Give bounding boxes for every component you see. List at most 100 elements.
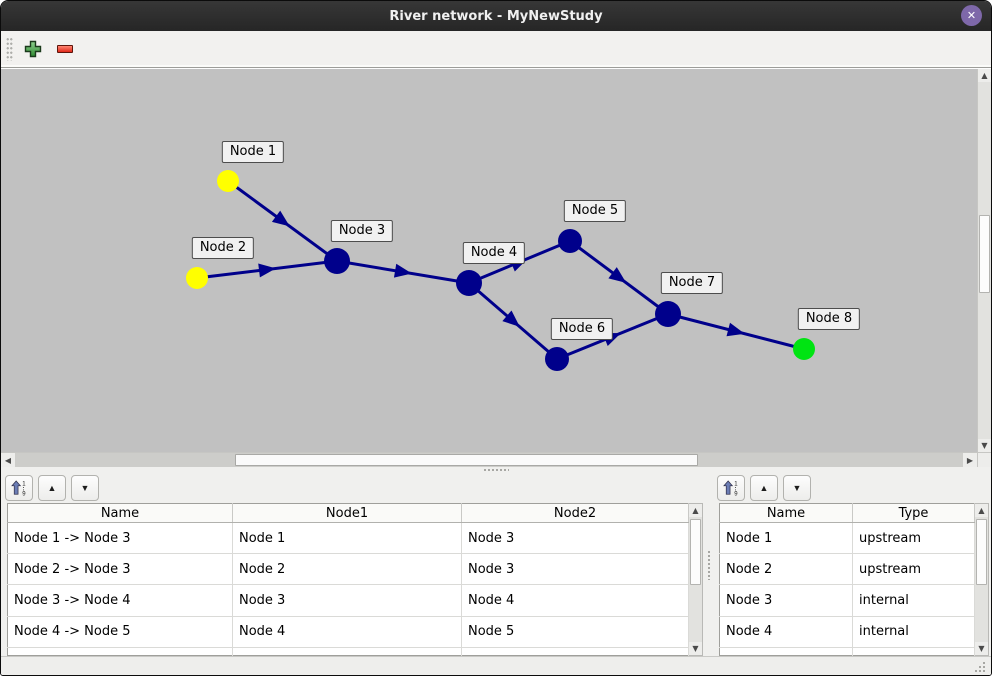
table-row[interactable]: Node 4 -> Node 5 Node 4 Node 5 xyxy=(7,616,690,648)
node-label-n4[interactable]: Node 4 xyxy=(462,242,526,264)
canvas-vscroll-track[interactable] xyxy=(978,82,991,439)
scroll-left-icon[interactable]: ◀ xyxy=(1,453,15,467)
edge-arrow-icon xyxy=(726,322,745,337)
arrow-down-icon: ▼ xyxy=(792,483,802,493)
column-header-type[interactable]: Type xyxy=(852,503,975,523)
network-node-n3[interactable] xyxy=(324,248,350,274)
node-label-n6[interactable]: Node 6 xyxy=(550,318,614,340)
splitter-dots xyxy=(483,468,509,472)
close-icon: ✕ xyxy=(966,9,977,22)
cell-type[interactable]: internal xyxy=(852,584,975,617)
horizontal-splitter[interactable] xyxy=(1,467,991,473)
cell-node2[interactable]: Node 5 xyxy=(461,616,690,648)
canvas-hscroll-track[interactable] xyxy=(15,453,963,467)
close-button[interactable]: ✕ xyxy=(961,5,982,26)
svg-text:1: 1 xyxy=(734,481,738,487)
branches-table-scrollbar[interactable]: ▲ ▼ xyxy=(689,503,703,656)
network-node-n2[interactable] xyxy=(186,267,208,289)
network-node-n6[interactable] xyxy=(545,347,569,371)
nodes-scroll-thumb[interactable] xyxy=(976,519,987,585)
network-node-n5[interactable] xyxy=(558,229,582,253)
cell-name[interactable]: Node 3 xyxy=(719,584,853,617)
cell-node1[interactable]: Node 3 xyxy=(232,584,462,617)
column-header-name[interactable]: Name xyxy=(7,503,233,523)
table-row[interactable]: Node 2 -> Node 3 Node 2 Node 3 xyxy=(7,553,690,586)
cell-name[interactable]: Node 2 xyxy=(719,553,853,586)
cell-node1[interactable]: Node 4 xyxy=(232,616,462,648)
scroll-down-icon[interactable]: ▼ xyxy=(689,642,702,655)
sort-ascending-button[interactable]: 1 9 xyxy=(5,475,33,501)
cell-node2[interactable]: Node 3 xyxy=(461,522,690,555)
canvas-vertical-scrollbar[interactable]: ▲ ▼ xyxy=(977,69,991,452)
scroll-down-icon[interactable]: ▼ xyxy=(978,439,991,452)
column-header-node1[interactable]: Node1 xyxy=(232,503,462,523)
canvas-vscroll-thumb[interactable] xyxy=(979,215,990,293)
node-label-n3[interactable]: Node 3 xyxy=(330,220,394,242)
move-up-button[interactable]: ▲ xyxy=(38,475,66,501)
table-header-row: Name Node1 Node2 xyxy=(7,503,690,523)
remove-node-button[interactable] xyxy=(53,37,77,61)
network-node-n4[interactable] xyxy=(456,270,482,296)
scroll-up-icon[interactable]: ▲ xyxy=(978,69,991,82)
plus-icon xyxy=(24,40,42,58)
cell-type[interactable]: upstream xyxy=(852,553,975,586)
nodes-scroll-track[interactable] xyxy=(975,517,988,642)
scroll-up-icon[interactable]: ▲ xyxy=(975,504,988,517)
nodes-panel: 1 9 ▲ ▼ Name xyxy=(713,473,991,656)
scroll-right-icon[interactable]: ▶ xyxy=(963,453,977,467)
network-node-n1[interactable] xyxy=(217,170,239,192)
node-label-n8[interactable]: Node 8 xyxy=(797,308,861,330)
river-network-canvas[interactable]: Node 1 Node 2 Node 3 Node 4 Node 5 Node 6 Node… xyxy=(1,69,977,452)
canvas-horizontal-scrollbar[interactable]: ◀ ▶ xyxy=(1,452,991,467)
cell-name[interactable]: Node 4 xyxy=(719,616,853,648)
network-node-n8[interactable] xyxy=(793,338,815,360)
nodes-table-scrollbar[interactable]: ▲ ▼ xyxy=(975,503,989,656)
table-row[interactable]: Node 3 -> Node 4 Node 3 Node 4 xyxy=(7,584,690,617)
node-labels-layer: Node 1 Node 2 Node 3 Node 4 Node 5 Node 6 Node… xyxy=(1,69,977,452)
branches-toolbar: 1 9 ▲ ▼ xyxy=(1,473,705,503)
cell-node1[interactable]: Node 2 xyxy=(232,553,462,586)
cell-name[interactable]: Node 3 -> Node 4 xyxy=(7,584,233,617)
cell-name[interactable]: Node 2 -> Node 3 xyxy=(7,553,233,586)
table-row[interactable]: Node 2 upstream xyxy=(719,553,975,586)
move-down-button[interactable]: ▼ xyxy=(71,475,99,501)
table-row[interactable]: Node 1 -> Node 3 Node 1 Node 3 xyxy=(7,522,690,555)
toolbar-drag-handle[interactable] xyxy=(6,37,13,61)
network-node-n7[interactable] xyxy=(655,301,681,327)
move-up-button[interactable]: ▲ xyxy=(750,475,778,501)
cell-node1[interactable]: Node 1 xyxy=(232,522,462,555)
branches-scroll-track[interactable] xyxy=(689,517,702,642)
node-label-n1[interactable]: Node 1 xyxy=(221,141,285,163)
minus-icon xyxy=(57,45,73,53)
cell-type[interactable]: upstream xyxy=(852,522,975,555)
sort-ascending-icon: 1 9 xyxy=(723,480,738,496)
cell-name[interactable]: Node 1 xyxy=(719,522,853,555)
canvas-hscroll-thumb[interactable] xyxy=(235,454,698,466)
scroll-down-icon[interactable]: ▼ xyxy=(975,642,988,655)
add-node-button[interactable] xyxy=(21,37,45,61)
cell-name[interactable]: Node 1 -> Node 3 xyxy=(7,522,233,555)
panel-splitter[interactable] xyxy=(705,473,713,656)
branches-scroll-thumb[interactable] xyxy=(690,519,701,585)
column-header-node2[interactable]: Node2 xyxy=(461,503,690,523)
node-label-n7[interactable]: Node 7 xyxy=(660,272,724,294)
table-row[interactable]: Node 4 internal xyxy=(719,616,975,648)
node-label-n2[interactable]: Node 2 xyxy=(191,237,255,259)
sort-ascending-button[interactable]: 1 9 xyxy=(717,475,745,501)
resize-grip-icon[interactable] xyxy=(983,662,985,664)
title-bar: River network - MyNewStudy ✕ xyxy=(1,1,991,31)
cell-name[interactable]: Node 4 -> Node 5 xyxy=(7,616,233,648)
table-row[interactable]: Node 1 upstream xyxy=(719,522,975,555)
cell-node2[interactable]: Node 3 xyxy=(461,553,690,586)
node-label-n5[interactable]: Node 5 xyxy=(563,200,627,222)
bottom-panels: 1 9 ▲ ▼ Name xyxy=(1,473,991,656)
table-row[interactable]: Node 3 internal xyxy=(719,584,975,617)
cell-type[interactable]: internal xyxy=(852,616,975,648)
cell-node2[interactable]: Node 4 xyxy=(461,584,690,617)
column-header-name[interactable]: Name xyxy=(719,503,853,523)
nodes-toolbar: 1 9 ▲ ▼ xyxy=(713,473,991,503)
move-down-button[interactable]: ▼ xyxy=(783,475,811,501)
table-row-partial xyxy=(7,647,690,656)
scroll-up-icon[interactable]: ▲ xyxy=(689,504,702,517)
